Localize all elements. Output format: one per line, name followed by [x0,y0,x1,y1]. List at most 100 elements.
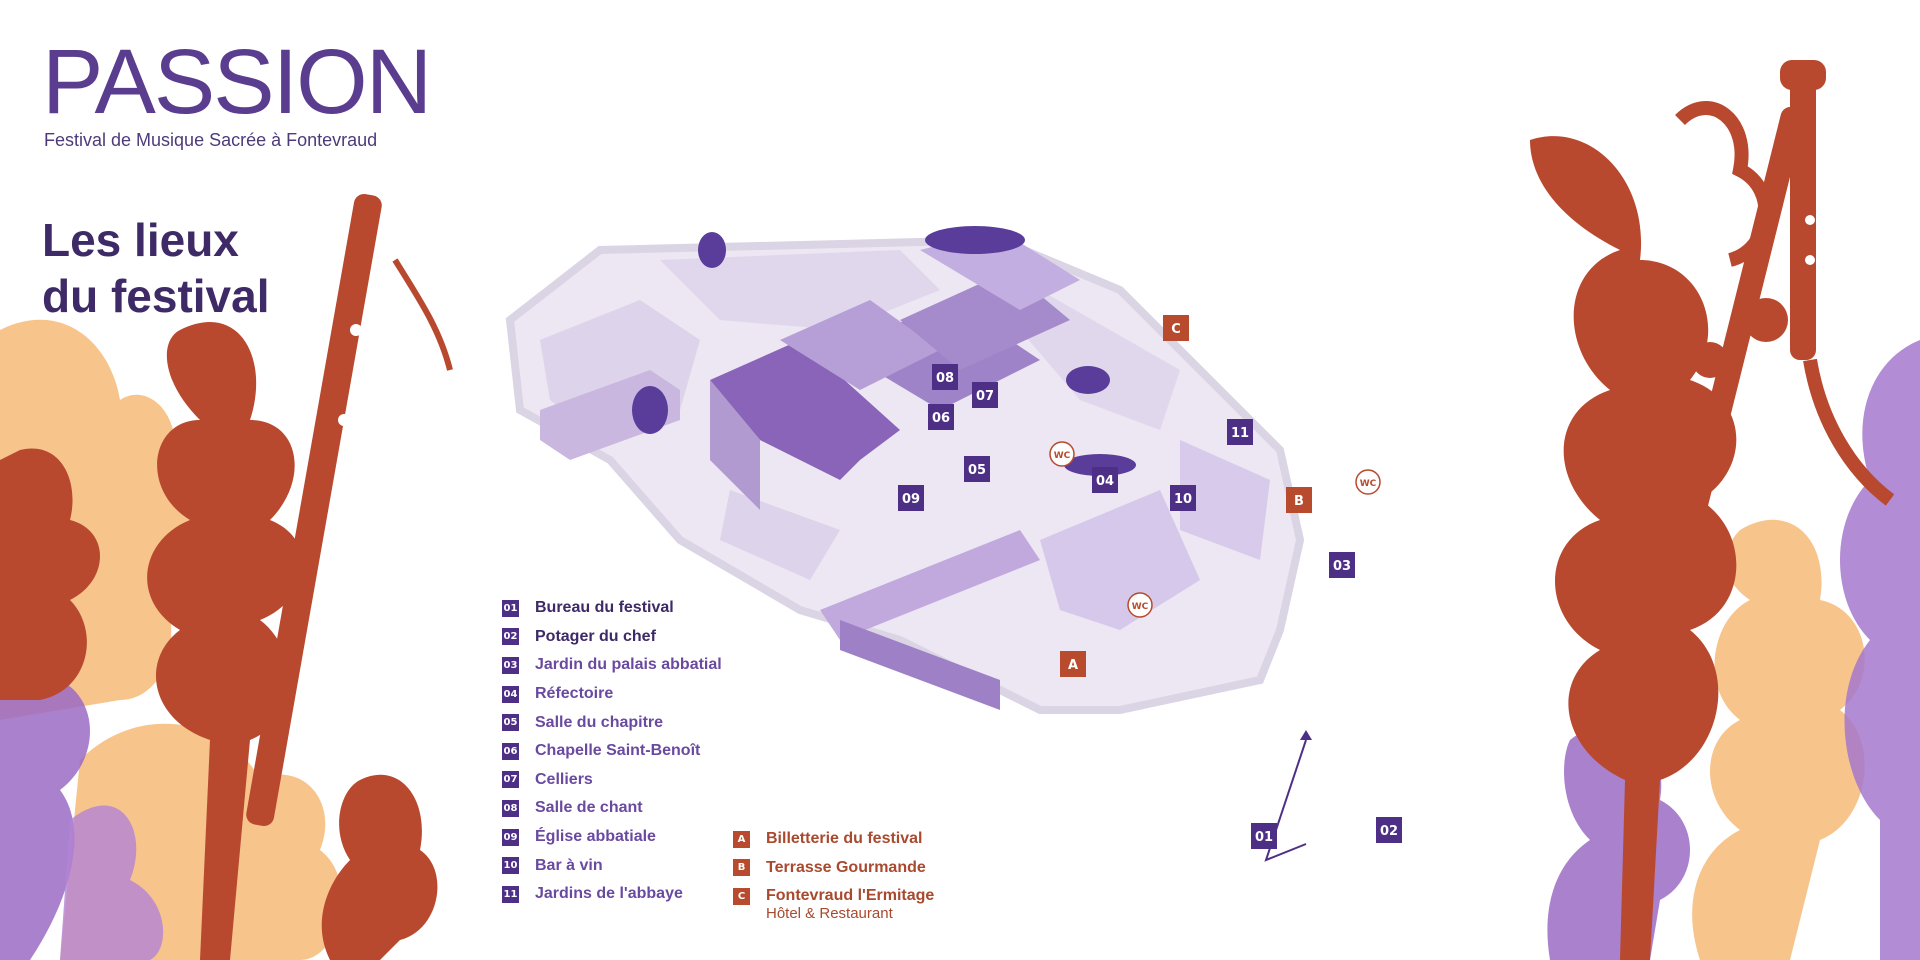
legend-sublabel-C: Hôtel & Restaurant [766,904,893,922]
arrow-head [1300,730,1312,740]
legend-badge: 10 [502,857,519,875]
legend-item-07: 07 Celliers [502,766,722,795]
marker-02[interactable]: 02 [1376,817,1402,843]
south-wing-roof [840,620,1000,710]
legend-item-01: 01 Bureau du festival [502,594,722,623]
legend-label: Bureau du festival [535,599,674,617]
svg-text:11: 11 [1231,426,1249,441]
arrow-to-potager [1264,739,1307,862]
legend-badge: B [733,859,750,877]
services-legend: A Billetterie du festival B Terrasse Gourm… [733,825,934,922]
legend-label: Jardins de l'abbaye [535,885,683,903]
tree-west [632,386,668,434]
legend-label: Salle de chant [535,799,643,817]
garden-patch-south [720,490,840,580]
marker-B[interactable]: B [1286,487,1312,513]
svg-text:01: 01 [1255,830,1273,845]
legend-item-08: 08 Salle de chant [502,794,722,823]
svg-text:08: 08 [936,371,954,386]
legend-label: Potager du chef [535,627,656,645]
svg-text:05: 05 [968,463,986,478]
tree-north-west [698,232,726,268]
marker-11[interactable]: 11 [1227,419,1253,445]
svg-text:07: 07 [976,389,994,404]
legend-badge: A [733,830,750,848]
legend-label: Bar à vin [535,856,603,874]
legend-label: Chapelle Saint-Benoît [535,742,701,760]
east-block [1180,440,1270,560]
legend-label: Église abbatiale [535,828,656,846]
svg-text:A: A [1068,658,1078,673]
cloister-court [780,300,940,390]
legend-item-B: B Terrasse Gourmande [733,854,934,883]
legend-badge: 04 [502,685,519,703]
legend-label: Billetterie du festival [766,830,923,848]
tree-cluster-east [1066,366,1110,394]
legend-label: Terrasse Gourmande [766,858,926,876]
venue-legend: 01 Bureau du festival 02 Potager du chef 0… [502,594,722,909]
legend-badge: 02 [502,628,519,646]
marker-A[interactable]: A [1060,651,1086,677]
legend-item-04: 04 Réfectoire [502,680,722,709]
wc-marker-south[interactable]: WC [1127,592,1153,618]
legend-item-05: 05 Salle du chapitre [502,708,722,737]
svg-text:03: 03 [1333,559,1351,574]
legend-label: Fontevraud l'Ermitage [766,887,935,905]
abbey-church [710,340,900,480]
svg-text:WC: WC [1132,602,1149,612]
legend-label: Jardin du palais abbatial [535,656,722,674]
marker-09[interactable]: 09 [898,485,924,511]
legend-item-02: 02 Potager du chef [502,623,722,652]
tree-cluster-north [925,226,1025,254]
legend-badge: 09 [502,828,519,846]
legend-badge: 06 [502,742,519,760]
legend-item-09: 09 Église abbatiale [502,823,722,852]
legend-item-06: 06 Chapelle Saint-Benoît [502,737,722,766]
legend-badge: 08 [502,799,519,817]
svg-text:WC: WC [1054,451,1071,461]
marker-C[interactable]: C [1163,315,1189,341]
right-botanical-illustration [1530,60,1920,960]
church-south-wall [710,380,760,510]
legend-item-10: 10 Bar à vin [502,851,722,880]
svg-text:02: 02 [1380,824,1398,839]
legend-item-03: 03 Jardin du palais abbatial [502,651,722,680]
heading-line-1: Les lieux [42,214,239,266]
legend-label: Celliers [535,770,593,788]
svg-text:B: B [1294,494,1304,509]
legend-badge: 05 [502,714,519,732]
festival-logo: PASSION [42,31,432,133]
page-heading: Les lieux du festival [42,212,270,324]
marker-05[interactable]: 05 [964,456,990,482]
garden-patch-east [1020,290,1180,430]
legend-badge: 01 [502,599,519,617]
svg-text:04: 04 [1096,474,1114,489]
legend-badge: 03 [502,656,519,674]
marker-10[interactable]: 10 [1170,485,1196,511]
svg-text:10: 10 [1174,492,1192,507]
left-botanical-illustration [0,194,453,960]
heading-line-2: du festival [42,270,270,322]
marker-06[interactable]: 06 [928,404,954,430]
marker-01[interactable]: 01 [1251,823,1277,849]
marker-03[interactable]: 03 [1329,552,1355,578]
south-wing [820,530,1040,640]
legend-label: Réfectoire [535,685,614,703]
east-buildings [1040,490,1200,630]
marker-04[interactable]: 04 [1092,467,1118,493]
svg-text:C: C [1171,322,1181,337]
marker-07[interactable]: 07 [972,382,998,408]
legend-item-A: A Billetterie du festival [733,825,934,854]
festival-subtitle: Festival de Musique Sacrée à Fontevraud [44,130,378,150]
legend-badge: 07 [502,771,519,789]
wc-marker-east[interactable]: WC [1355,469,1381,495]
legend-label: Salle du chapitre [535,713,664,731]
marker-08[interactable]: 08 [932,364,958,390]
legend-item-C: C Fontevraud l'Ermitage [733,882,934,911]
abbey-map: 01 02 03 04 05 06 07 08 09 10 11 A B C W… [505,226,1402,862]
wc-marker-central[interactable]: WC [1049,441,1075,467]
svg-text:WC: WC [1360,479,1377,489]
svg-text:09: 09 [902,492,920,507]
legend-badge: C [733,887,750,905]
